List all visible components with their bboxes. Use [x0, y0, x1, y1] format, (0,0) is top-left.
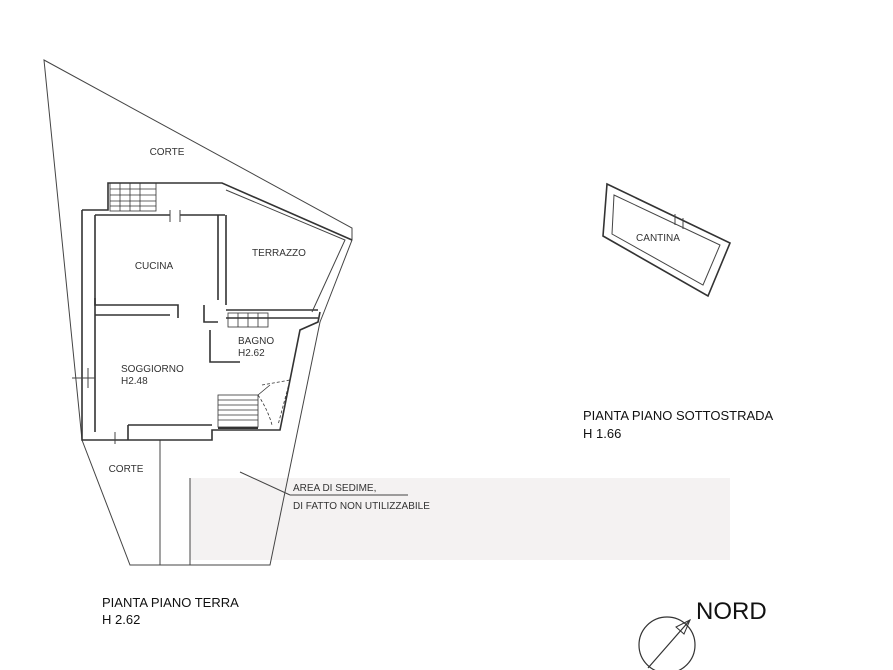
label-cantina: CANTINA [636, 233, 680, 244]
label-soggiorno-height: H2.48 [121, 376, 148, 387]
terrace-south-wall [226, 309, 318, 319]
terrace-edge [225, 189, 346, 313]
label-cucina: CUCINA [135, 261, 174, 272]
label-soggiorno: SOGGIORNO [121, 364, 184, 375]
basement-title: PIANTA PIANO SOTTOSTRADA [583, 408, 774, 423]
bath-west-wall [209, 330, 240, 363]
label-bagno-height: H2.62 [238, 348, 265, 359]
cantina-inner-wall [611, 194, 721, 286]
label-terrazzo: TERRAZZO [252, 248, 306, 259]
hall-stairs-small [227, 312, 269, 328]
lot-boundary [43, 59, 353, 566]
kitchen-south-wall [94, 298, 179, 318]
note-line-2: DI FATTO NON UTILIZZABILE [293, 501, 430, 512]
ground-floor-title: PIANTA PIANO TERRA [102, 595, 239, 610]
cantina-outer-wall [602, 182, 732, 298]
basement-plan [602, 182, 732, 298]
ground-floor-plan [43, 59, 408, 566]
label-bagno: BAGNO [238, 336, 274, 347]
building-outer-wall [81, 210, 321, 441]
north-arrow-icon [638, 616, 696, 670]
note-leader [239, 471, 291, 496]
label-corte-bottom: CORTE [109, 464, 144, 475]
basement-height: H 1.66 [583, 426, 621, 441]
ground-floor-height: H 2.62 [102, 612, 140, 627]
label-corte-top: CORTE [150, 147, 185, 158]
building-north-wall [82, 182, 353, 241]
hall-wall [203, 305, 218, 323]
kitchen-east-wall [217, 215, 227, 305]
exterior-stairs [109, 182, 157, 212]
shaded-band [190, 478, 730, 560]
interior-stairs [217, 379, 291, 429]
north-label: NORD [696, 598, 767, 625]
note-line-1: AREA DI SEDIME, [293, 483, 376, 494]
living-south-wall [127, 424, 212, 440]
